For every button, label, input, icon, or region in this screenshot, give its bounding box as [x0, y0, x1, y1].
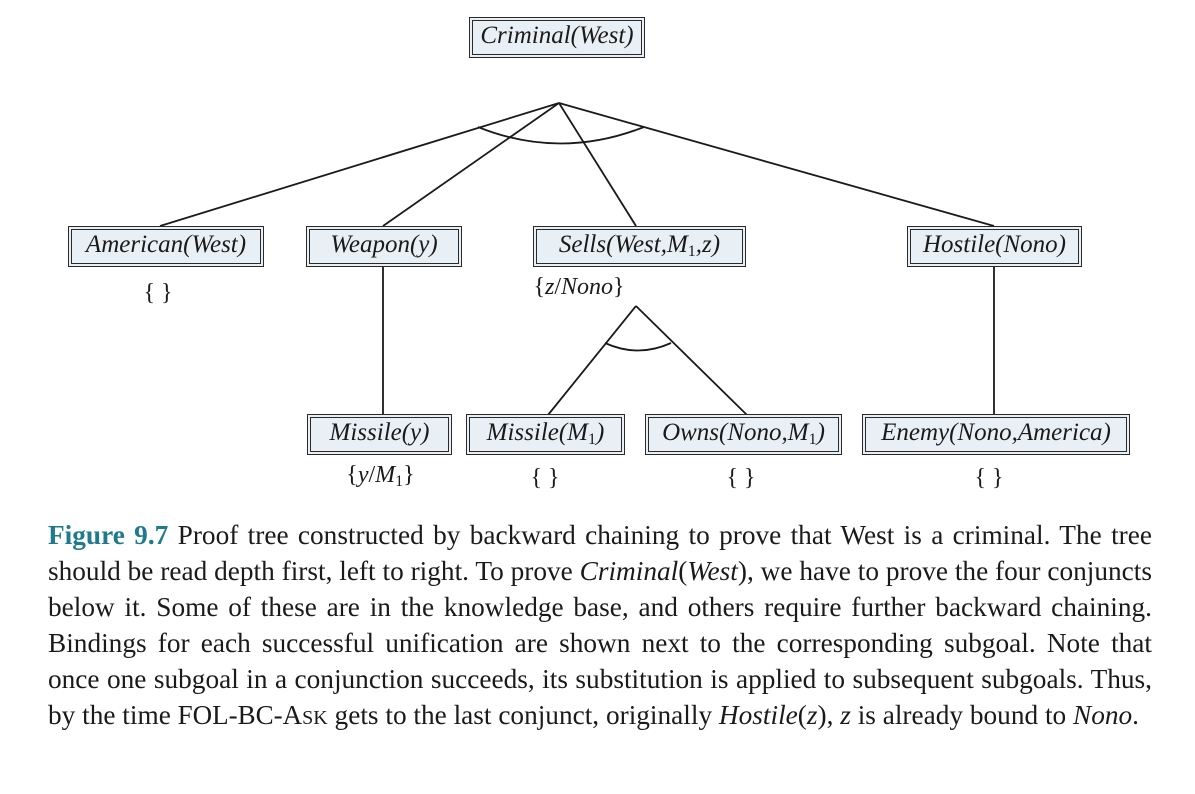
edge-criminal-american: [159, 102, 560, 227]
binding-sells-slash: /: [554, 274, 561, 300]
node-american-west-label: American(West): [85, 231, 247, 258]
caption-text-4: gets to the last conjunct, originally: [327, 700, 719, 730]
binding-missile-y: {y/M1}: [328, 462, 433, 490]
caption-text-3: ), we have to prove the four conjuncts b…: [48, 556, 1153, 730]
caption-em-west: West: [687, 556, 738, 586]
node-weapon-y: Weapon(y): [306, 226, 462, 267]
caption-smallcaps-a: FOL-BC-A: [177, 700, 303, 730]
conjunction-arc-sells: [604, 342, 672, 352]
binding-missile-y-open: {: [346, 462, 358, 488]
node-hostile-nono-label: Hostile(Nono): [922, 231, 1067, 258]
binding-missile-m1: { }: [530, 465, 560, 491]
caption-em-nono: Nono: [1073, 700, 1133, 730]
caption-text-5: (: [797, 700, 807, 730]
edge-criminal-sells: [558, 102, 637, 227]
edge-sells-owns: [635, 305, 748, 416]
binding-sells-close: }: [613, 274, 625, 300]
binding-american: { }: [143, 280, 173, 306]
caption-em-hostile: Hostile: [718, 700, 798, 730]
edge-sells-missile-m1: [547, 305, 637, 416]
binding-missile-y-close: }: [403, 462, 415, 488]
node-criminal-west-label: Criminal(West): [480, 22, 634, 49]
node-sells-label-sub: 1: [687, 243, 696, 260]
binding-sells-open: {: [533, 274, 545, 300]
node-sells-label-post: ,z): [695, 231, 721, 258]
node-owns-label-pre: Owns(Nono,M: [662, 419, 809, 446]
binding-sells: {z/Nono}: [519, 274, 639, 301]
edge-criminal-hostile: [558, 102, 995, 227]
node-owns: Owns(Nono,M1): [645, 414, 842, 455]
node-missile-m1-label-post: ): [596, 419, 605, 446]
conjunction-arc-top: [477, 126, 645, 145]
node-american-west: American(West): [68, 226, 264, 267]
binding-missile-y-val: M: [375, 462, 396, 488]
node-hostile-nono: Hostile(Nono): [907, 226, 1082, 267]
caption-em-z2: z: [840, 700, 851, 730]
node-criminal-west: Criminal(West): [469, 17, 645, 58]
caption-text-2: (: [678, 556, 688, 586]
caption-text-1: Proof tree constructed by backward chain…: [48, 520, 1152, 586]
caption-em-z1: z: [806, 700, 818, 730]
node-missile-m1-label-sub: 1: [588, 431, 597, 448]
node-owns-label-sub: 1: [808, 431, 817, 448]
figure-label: Figure 9.7: [48, 520, 169, 550]
node-missile-y: Missile(y): [307, 414, 452, 455]
node-sells: Sells(West,M1,z): [533, 226, 746, 267]
node-missile-y-label: Missile(y): [329, 419, 430, 446]
node-weapon-y-label: Weapon(y): [330, 231, 438, 258]
binding-missile-y-slash: /: [368, 462, 376, 488]
binding-owns: { }: [726, 465, 756, 491]
proof-tree-edges: [159, 102, 995, 416]
binding-sells-var: z: [544, 274, 555, 300]
binding-enemy: { }: [974, 465, 1004, 491]
caption-smallcaps-b: SK: [302, 707, 328, 729]
node-missile-m1: Missile(M1): [466, 414, 625, 455]
node-sells-label-pre: Sells(West,M: [558, 231, 688, 258]
binding-missile-y-var: y: [357, 462, 369, 488]
node-missile-m1-label-pre: Missile(M: [486, 419, 589, 446]
binding-sells-val: Nono: [561, 274, 614, 300]
caption-text-6: ),: [817, 700, 841, 730]
edge-criminal-weapon: [382, 102, 560, 227]
node-owns-label-post: ): [816, 419, 825, 446]
binding-missile-y-sub: 1: [395, 473, 404, 490]
caption-text-7: is already bound to: [850, 700, 1073, 730]
caption-text-8: .: [1132, 700, 1139, 730]
node-enemy-label: Enemy(Nono,America): [881, 419, 1111, 446]
caption-em-criminal: Criminal: [579, 556, 679, 586]
node-enemy: Enemy(Nono,America): [862, 414, 1130, 455]
figure-caption: Figure 9.7 Proof tree constructed by bac…: [48, 517, 1152, 736]
